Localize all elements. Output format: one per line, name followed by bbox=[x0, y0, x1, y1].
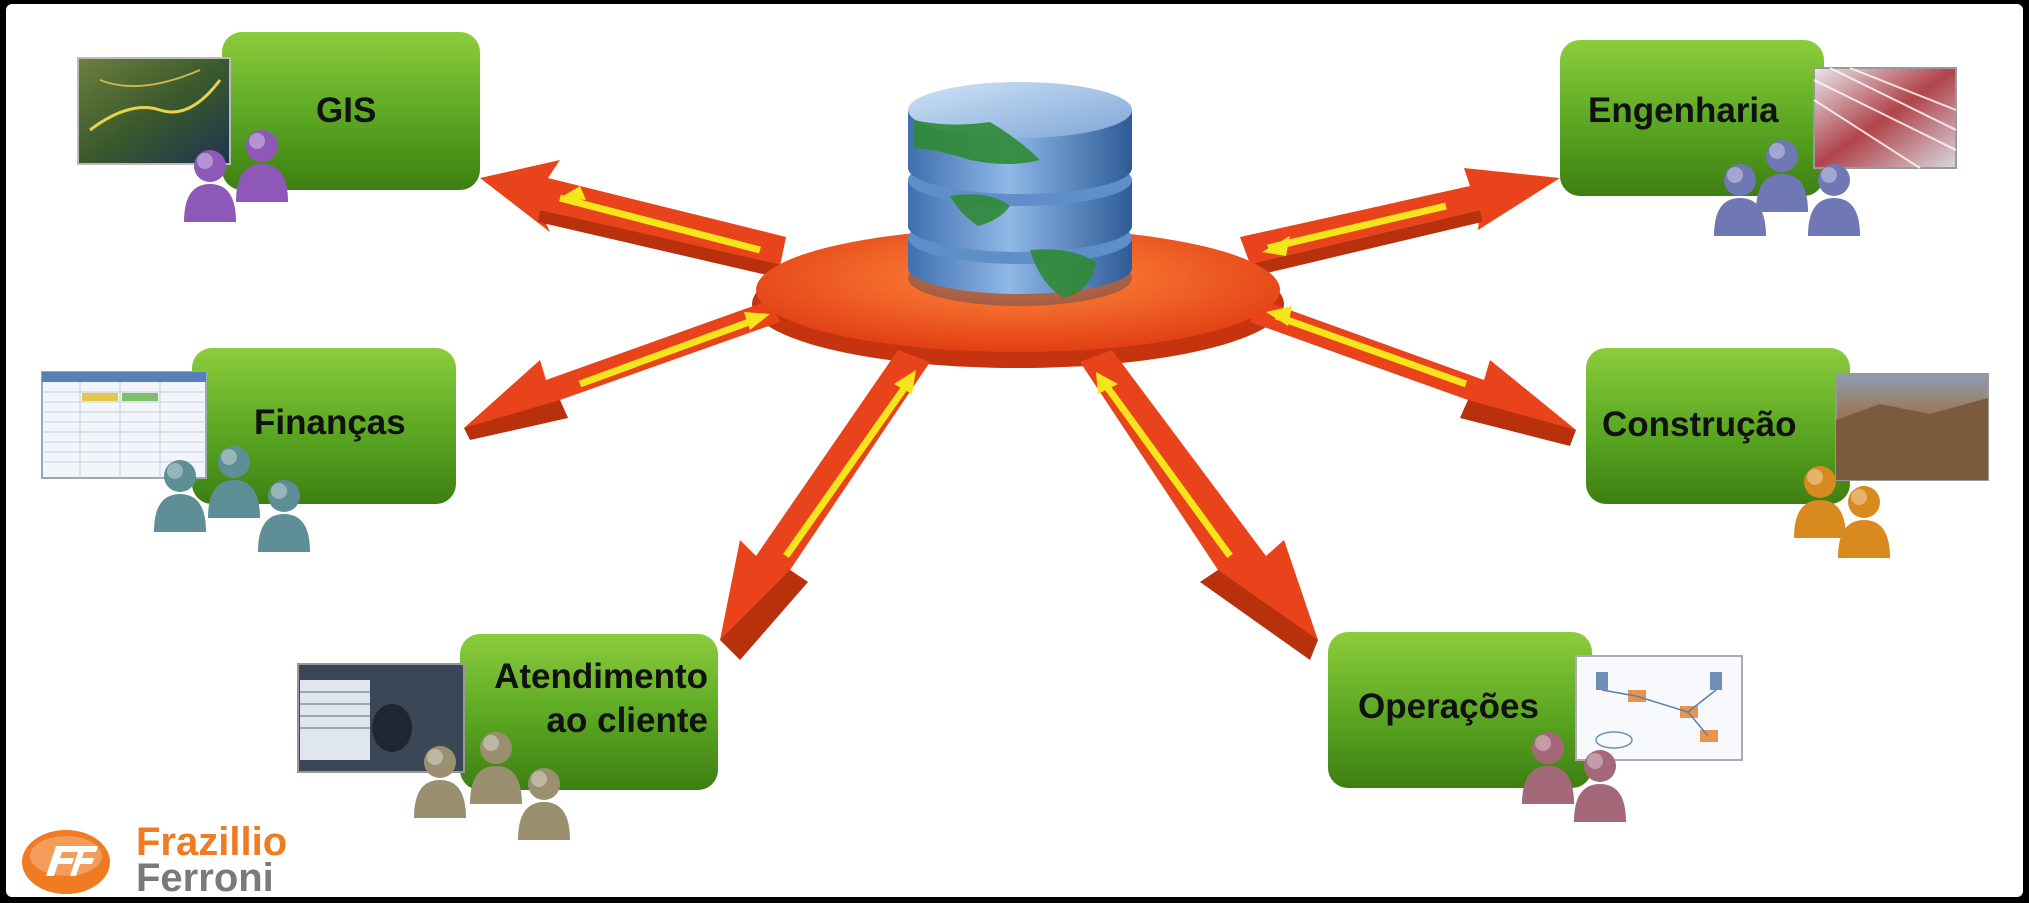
person-highlight bbox=[1821, 167, 1837, 183]
user-group-icon bbox=[414, 732, 570, 840]
database-globe-icon bbox=[908, 82, 1132, 306]
person-body bbox=[1574, 784, 1626, 822]
network-diagram-thumbnail bbox=[1575, 655, 1743, 761]
person-head bbox=[1532, 732, 1564, 764]
person-body bbox=[1714, 198, 1766, 236]
person-head bbox=[480, 732, 512, 764]
person-highlight bbox=[1807, 469, 1823, 485]
person-body bbox=[414, 780, 466, 818]
box-atendimento bbox=[460, 634, 718, 790]
person-highlight bbox=[1535, 735, 1551, 751]
user-group-icon bbox=[154, 446, 310, 552]
person-highlight bbox=[427, 749, 443, 765]
person-head bbox=[164, 460, 196, 492]
user-group-icon bbox=[1794, 466, 1890, 558]
person-body bbox=[1794, 500, 1846, 538]
person-head bbox=[246, 130, 278, 162]
person-highlight bbox=[221, 449, 237, 465]
arrow-gis bbox=[480, 160, 786, 278]
person-head bbox=[1804, 466, 1836, 498]
box-gis bbox=[222, 32, 480, 190]
label-construcao: Construção bbox=[1602, 405, 1797, 444]
person-body bbox=[1838, 520, 1890, 558]
person-head bbox=[194, 150, 226, 182]
person-highlight bbox=[167, 463, 183, 479]
company-logo: Frazillio Ferroni bbox=[18, 822, 308, 900]
logo-mark-icon bbox=[22, 830, 110, 894]
label-operacoes: Operações bbox=[1358, 687, 1539, 726]
person-body bbox=[154, 494, 206, 532]
box-construcao bbox=[1586, 348, 1850, 504]
person-highlight bbox=[271, 483, 287, 499]
box-operacoes bbox=[1328, 632, 1592, 788]
person-highlight bbox=[249, 133, 265, 149]
person-highlight bbox=[1851, 489, 1867, 505]
person-body bbox=[470, 766, 522, 804]
person-head bbox=[218, 446, 250, 478]
arrow-construcao bbox=[1250, 300, 1576, 446]
person-head bbox=[1766, 140, 1798, 172]
arrow-financas bbox=[464, 300, 780, 440]
person-highlight bbox=[1769, 143, 1785, 159]
person-body bbox=[518, 802, 570, 840]
label-atendimento-line2: ao cliente bbox=[546, 701, 708, 740]
person-head bbox=[1818, 164, 1850, 196]
person-body bbox=[208, 480, 260, 518]
person-head bbox=[528, 768, 560, 800]
arrow-atendimento bbox=[720, 350, 930, 660]
person-head bbox=[268, 480, 300, 512]
box-engenharia bbox=[1560, 40, 1824, 196]
label-atendimento-line1: Atendimento bbox=[494, 657, 708, 696]
engineering-photo bbox=[1813, 67, 1957, 169]
person-body bbox=[1522, 766, 1574, 804]
label-engenharia: Engenharia bbox=[1588, 91, 1779, 130]
person-body bbox=[1808, 198, 1860, 236]
logo-line1: Frazillio bbox=[136, 820, 288, 864]
person-head bbox=[1584, 750, 1616, 782]
person-highlight bbox=[197, 153, 213, 169]
user-group-icon bbox=[1522, 732, 1626, 822]
user-group-icon bbox=[1714, 140, 1860, 236]
person-body bbox=[258, 514, 310, 552]
box-financas bbox=[192, 348, 456, 504]
person-body bbox=[184, 184, 236, 222]
person-body bbox=[1756, 174, 1808, 212]
logo-line2: Ferroni bbox=[136, 856, 274, 900]
person-body bbox=[236, 164, 288, 202]
person-highlight bbox=[1587, 753, 1603, 769]
map-thumbnail bbox=[77, 57, 231, 165]
person-head bbox=[424, 746, 456, 778]
person-highlight bbox=[483, 735, 499, 751]
arrow-operacoes bbox=[1080, 350, 1318, 660]
label-gis: GIS bbox=[316, 91, 377, 130]
arrow-engenharia bbox=[1240, 168, 1560, 276]
person-head bbox=[1848, 486, 1880, 518]
person-head bbox=[1724, 164, 1756, 196]
construction-photo bbox=[1835, 373, 1989, 481]
user-group-icon bbox=[184, 130, 288, 222]
label-financas: Finanças bbox=[254, 403, 406, 442]
person-highlight bbox=[531, 771, 547, 787]
person-highlight bbox=[1727, 167, 1743, 183]
